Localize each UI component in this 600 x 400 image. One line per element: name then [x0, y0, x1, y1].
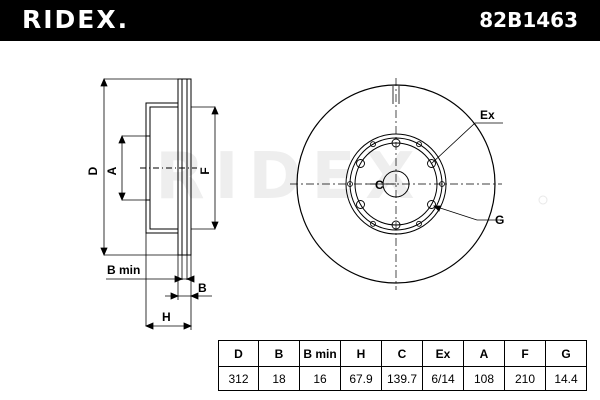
disc-front-view — [290, 78, 502, 290]
label-b-min: B min — [107, 263, 140, 277]
label-d: D — [86, 166, 100, 175]
specs-value-b: 18 — [258, 366, 300, 391]
specs-value-row: 312 18 16 67.9 139.7 6/14 108 210 14.4 — [218, 366, 587, 391]
label-g: G — [495, 213, 504, 227]
technical-drawing: RIDEX — [86, 77, 548, 330]
label-c: C — [375, 178, 384, 192]
header-bar: RIDEX. 82B1463 — [0, 0, 600, 41]
bolt-hole-icon — [427, 200, 436, 209]
specs-header-b-min: B min — [299, 340, 341, 367]
specs-header-a: A — [463, 340, 505, 367]
specs-value-ex: 6/14 — [422, 366, 464, 391]
disc-side-view — [140, 78, 197, 256]
bolt-holes — [356, 138, 436, 230]
specs-header-row: D B B min H C Ex A F G — [218, 340, 587, 367]
label-f: F — [198, 167, 212, 174]
specs-header-h: H — [340, 340, 382, 367]
specs-header-b: B — [258, 340, 300, 367]
specs-value-g: 14.4 — [545, 366, 587, 391]
specs-value-h: 67.9 — [340, 366, 382, 391]
label-b: B — [198, 281, 207, 295]
part-number: 82B1463 — [479, 8, 578, 32]
label-a: A — [105, 166, 119, 175]
specs-table: D B B min H C Ex A F G 312 18 16 67.9 13… — [218, 340, 587, 391]
brand-logo: RIDEX. — [22, 5, 130, 34]
bolt-hole-icon — [356, 200, 365, 209]
specs-header-f: F — [504, 340, 546, 367]
specs-value-b-min: 16 — [299, 366, 341, 391]
watermark: RIDEX — [155, 140, 424, 214]
front-view-labels: Ex C G — [375, 108, 504, 227]
label-h: H — [162, 310, 171, 324]
specs-header-ex: Ex — [422, 340, 464, 367]
specs-value-d: 312 — [218, 366, 259, 391]
specs-header-g: G — [545, 340, 587, 367]
specs-value-a: 108 — [463, 366, 505, 391]
auxiliary-holes — [347, 141, 445, 227]
watermark-registered-icon — [538, 195, 548, 205]
label-ex: Ex — [480, 108, 495, 122]
bolt-hole-icon — [391, 220, 401, 230]
bolt-hole-icon — [356, 159, 365, 168]
front-view-leaders — [366, 122, 503, 221]
specs-header-d: D — [218, 340, 259, 367]
bolt-hole-icon — [427, 159, 436, 168]
specs-value-c: 139.7 — [381, 366, 423, 391]
side-view-dimensions — [100, 77, 219, 330]
specs-value-f: 210 — [504, 366, 546, 391]
specs-header-c: C — [381, 340, 423, 367]
bolt-hole-icon — [391, 138, 401, 148]
side-view-labels: D A F B min B H — [86, 166, 212, 324]
